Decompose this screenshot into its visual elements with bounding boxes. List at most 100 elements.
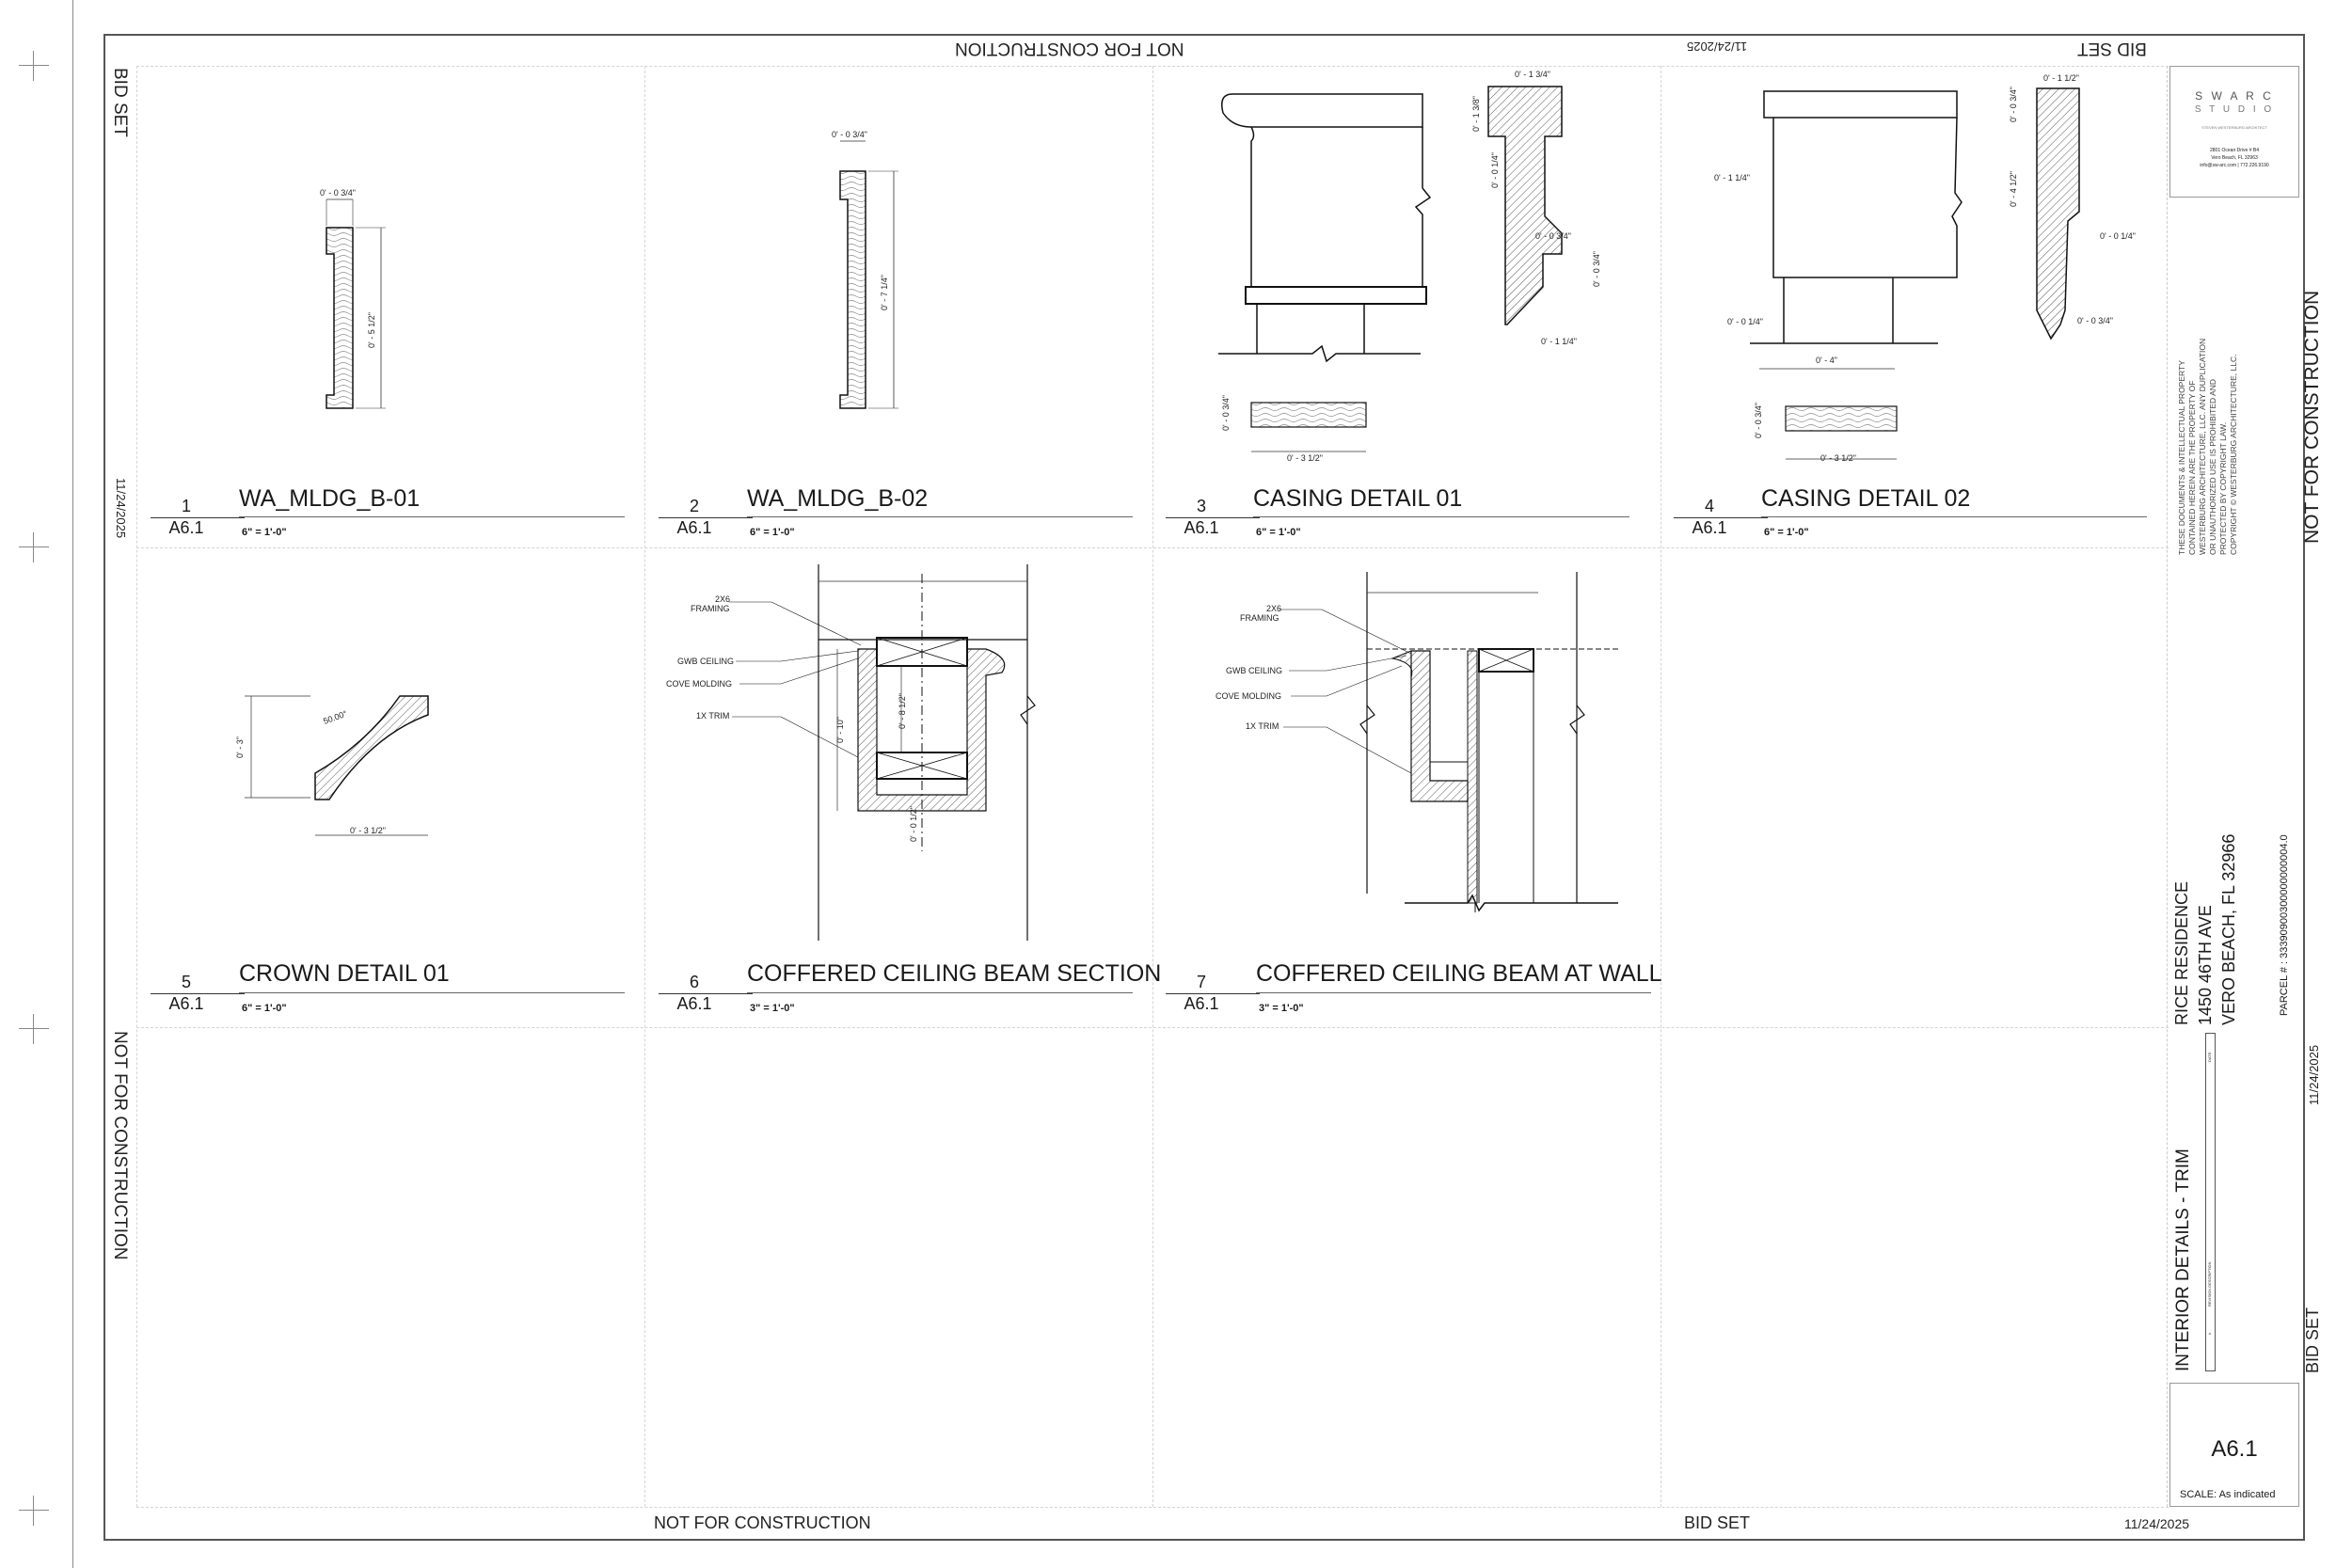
sheet-scale: SCALE: As indicated bbox=[2180, 1489, 2276, 1500]
sheet-border bbox=[103, 34, 2305, 1541]
detail-sheet-ref: A6.1 bbox=[168, 518, 204, 537]
detail-title-underline bbox=[747, 992, 1133, 993]
detail-title-underline bbox=[1256, 992, 1651, 993]
registration-mark bbox=[19, 532, 49, 562]
note-gwb-ceiling: GWB CEILING bbox=[1226, 666, 1282, 675]
note-cove-molding: COVE MOLDING bbox=[666, 679, 732, 689]
revision-table: # REVISION DESCRIPTION DATE bbox=[2205, 1033, 2216, 1371]
firm-logo-line1: S W A R C bbox=[2195, 89, 2274, 103]
detail-title-underline bbox=[239, 516, 625, 517]
registration-mark bbox=[19, 1496, 49, 1526]
dim-text: 0' - 0 3/4" bbox=[320, 188, 356, 198]
bottom-not-for-construction: NOT FOR CONSTRUCTION bbox=[654, 1513, 871, 1532]
detail-number: 1 bbox=[181, 497, 191, 515]
dim-text: 0' - 0 3/4" bbox=[2009, 87, 2018, 122]
detail-6-beam-section: 0' - 10" 0' - 8 1/2" 0' - 0 1/2" 2X6 FRA… bbox=[666, 564, 1036, 941]
grid-line bbox=[136, 1027, 2169, 1028]
registration-mark bbox=[19, 51, 49, 81]
bottom-date: 11/24/2025 bbox=[2124, 1516, 2190, 1531]
firm-logo-box: S W A R C S T U D I O STEVEN WESTERBURG … bbox=[2169, 66, 2299, 198]
dim-text: 0' - 0 1/4" bbox=[1490, 152, 1500, 188]
detail-label-divider bbox=[151, 517, 245, 518]
detail-scale: 6" = 1'-0" bbox=[242, 1003, 287, 1014]
detail-sheet-ref: A6.1 bbox=[1692, 518, 1727, 537]
dim-text: 0' - 0 3/4" bbox=[1535, 231, 1571, 241]
detail-title-underline bbox=[1761, 516, 2147, 517]
grid-line bbox=[136, 1507, 2169, 1508]
detail-sheet-ref: A6.1 bbox=[676, 994, 712, 1013]
note-cove-molding: COVE MOLDING bbox=[1216, 691, 1281, 701]
grid-line bbox=[644, 66, 645, 1507]
dim-text: 0' - 0 1/4" bbox=[2100, 231, 2136, 241]
detail-number: 7 bbox=[1196, 973, 1206, 991]
detail-scale: 3" = 1'-0" bbox=[1259, 1003, 1304, 1014]
detail-label-divider bbox=[1166, 517, 1260, 518]
registration-mark bbox=[19, 1014, 49, 1044]
detail-sheet-ref: A6.1 bbox=[1184, 994, 1219, 1013]
detail-title-underline bbox=[1253, 516, 1629, 517]
detail-title: CASING DETAIL 01 bbox=[1253, 485, 1463, 512]
detail-scale: 6" = 1'-0" bbox=[242, 527, 287, 538]
dim-text: 0' - 1 1/4" bbox=[1541, 337, 1577, 346]
detail-sheet-ref: A6.1 bbox=[1184, 518, 1219, 537]
detail-title: CASING DETAIL 02 bbox=[1761, 485, 1971, 512]
firm-tagline: STEVEN WESTERBURG ARCHITECT bbox=[2201, 125, 2267, 130]
dim-text: 0' - 4 1/2" bbox=[2009, 171, 2018, 207]
detail-number: 4 bbox=[1704, 497, 1714, 515]
dim-text: 0' - 3 1/2" bbox=[1287, 453, 1323, 463]
detail-5-crown-profile: 0' - 3" 0' - 3 1/2" 50.00° bbox=[235, 695, 429, 836]
detail-number: 6 bbox=[689, 973, 699, 991]
dim-text: 0' - 1 1/4" bbox=[1714, 173, 1750, 182]
dim-text: 0' - 3" bbox=[235, 736, 245, 758]
dim-text: 0' - 1 1/2" bbox=[2043, 73, 2079, 83]
dim-text: 0' - 0 1/4" bbox=[1727, 317, 1763, 326]
detail-title: COFFERED CEILING BEAM AT WALL bbox=[1256, 960, 1662, 987]
detail-sheet-ref: A6.1 bbox=[168, 994, 204, 1013]
detail-scale: 6" = 1'-0" bbox=[1764, 527, 1809, 538]
title-block: S W A R C S T U D I O STEVEN WESTERBURG … bbox=[2167, 66, 2299, 1507]
dim-text: 0' - 5 1/2" bbox=[367, 312, 376, 348]
dim-text: 0' - 0 3/4" bbox=[1754, 403, 1763, 438]
dim-text: 0' - 0 1/2" bbox=[909, 806, 918, 842]
bottom-bid-set: BID SET bbox=[1684, 1513, 1751, 1532]
detail-3-casing-elevation: 0' - 3 1/2" 0' - 0 3/4" 0' - 1 3/4" 0' -… bbox=[1218, 70, 1601, 463]
detail-title-underline bbox=[239, 992, 625, 993]
detail-title: CROWN DETAIL 01 bbox=[239, 960, 450, 987]
note-1x-trim: 1X TRIM bbox=[696, 711, 729, 721]
grid-line bbox=[136, 547, 2169, 548]
dim-text: 0' - 0 3/4" bbox=[1221, 395, 1231, 431]
detail-scale: 6" = 1'-0" bbox=[1256, 527, 1301, 538]
dim-text: 0' - 10" bbox=[835, 717, 845, 743]
note-gwb-ceiling: GWB CEILING bbox=[677, 657, 734, 666]
detail-number: 2 bbox=[689, 497, 699, 515]
detail-label-divider bbox=[1674, 517, 1768, 518]
dim-text: 50.00° bbox=[322, 708, 348, 725]
detail-label-divider bbox=[151, 993, 245, 994]
dim-text: 0' - 8 1/2" bbox=[898, 693, 907, 729]
dim-text: 0' - 0 3/4" bbox=[1592, 251, 1601, 287]
detail-number: 5 bbox=[181, 973, 191, 991]
sheet-number-box: A6.1 SCALE: As indicated bbox=[2169, 1383, 2299, 1507]
firm-logo-line2: S T U D I O bbox=[2194, 104, 2275, 115]
note-framing-line1: 2X6 bbox=[1266, 604, 1281, 613]
dim-text: 0' - 3 1/2" bbox=[1820, 453, 1856, 463]
detail-sheet-ref: A6.1 bbox=[676, 518, 712, 537]
dim-text: 0' - 7 1/4" bbox=[880, 275, 889, 310]
binder-margin-line bbox=[72, 0, 73, 1568]
grid-line bbox=[136, 66, 137, 1507]
grid-line bbox=[1152, 66, 1153, 1507]
dim-text: 0' - 0 3/4" bbox=[832, 130, 867, 139]
detail-label-divider bbox=[659, 517, 753, 518]
detail-title: WA_MLDG_B-01 bbox=[239, 485, 421, 512]
firm-address-2: Vero Beach, FL 32963 bbox=[2211, 155, 2258, 161]
note-framing-line2: FRAMING bbox=[1240, 613, 1279, 623]
detail-scale: 3" = 1'-0" bbox=[750, 1003, 795, 1014]
dim-text: 0' - 3 1/2" bbox=[350, 826, 386, 835]
note-1x-trim: 1X TRIM bbox=[1246, 721, 1279, 731]
note-framing-line2: FRAMING bbox=[691, 604, 730, 613]
detail-label-divider bbox=[1166, 993, 1260, 994]
firm-address-1: 2801 Ocean Drive # B4 bbox=[2210, 148, 2259, 153]
dim-text: 0' - 1 3/8" bbox=[1471, 96, 1481, 132]
sheet-number: A6.1 bbox=[2211, 1436, 2258, 1462]
